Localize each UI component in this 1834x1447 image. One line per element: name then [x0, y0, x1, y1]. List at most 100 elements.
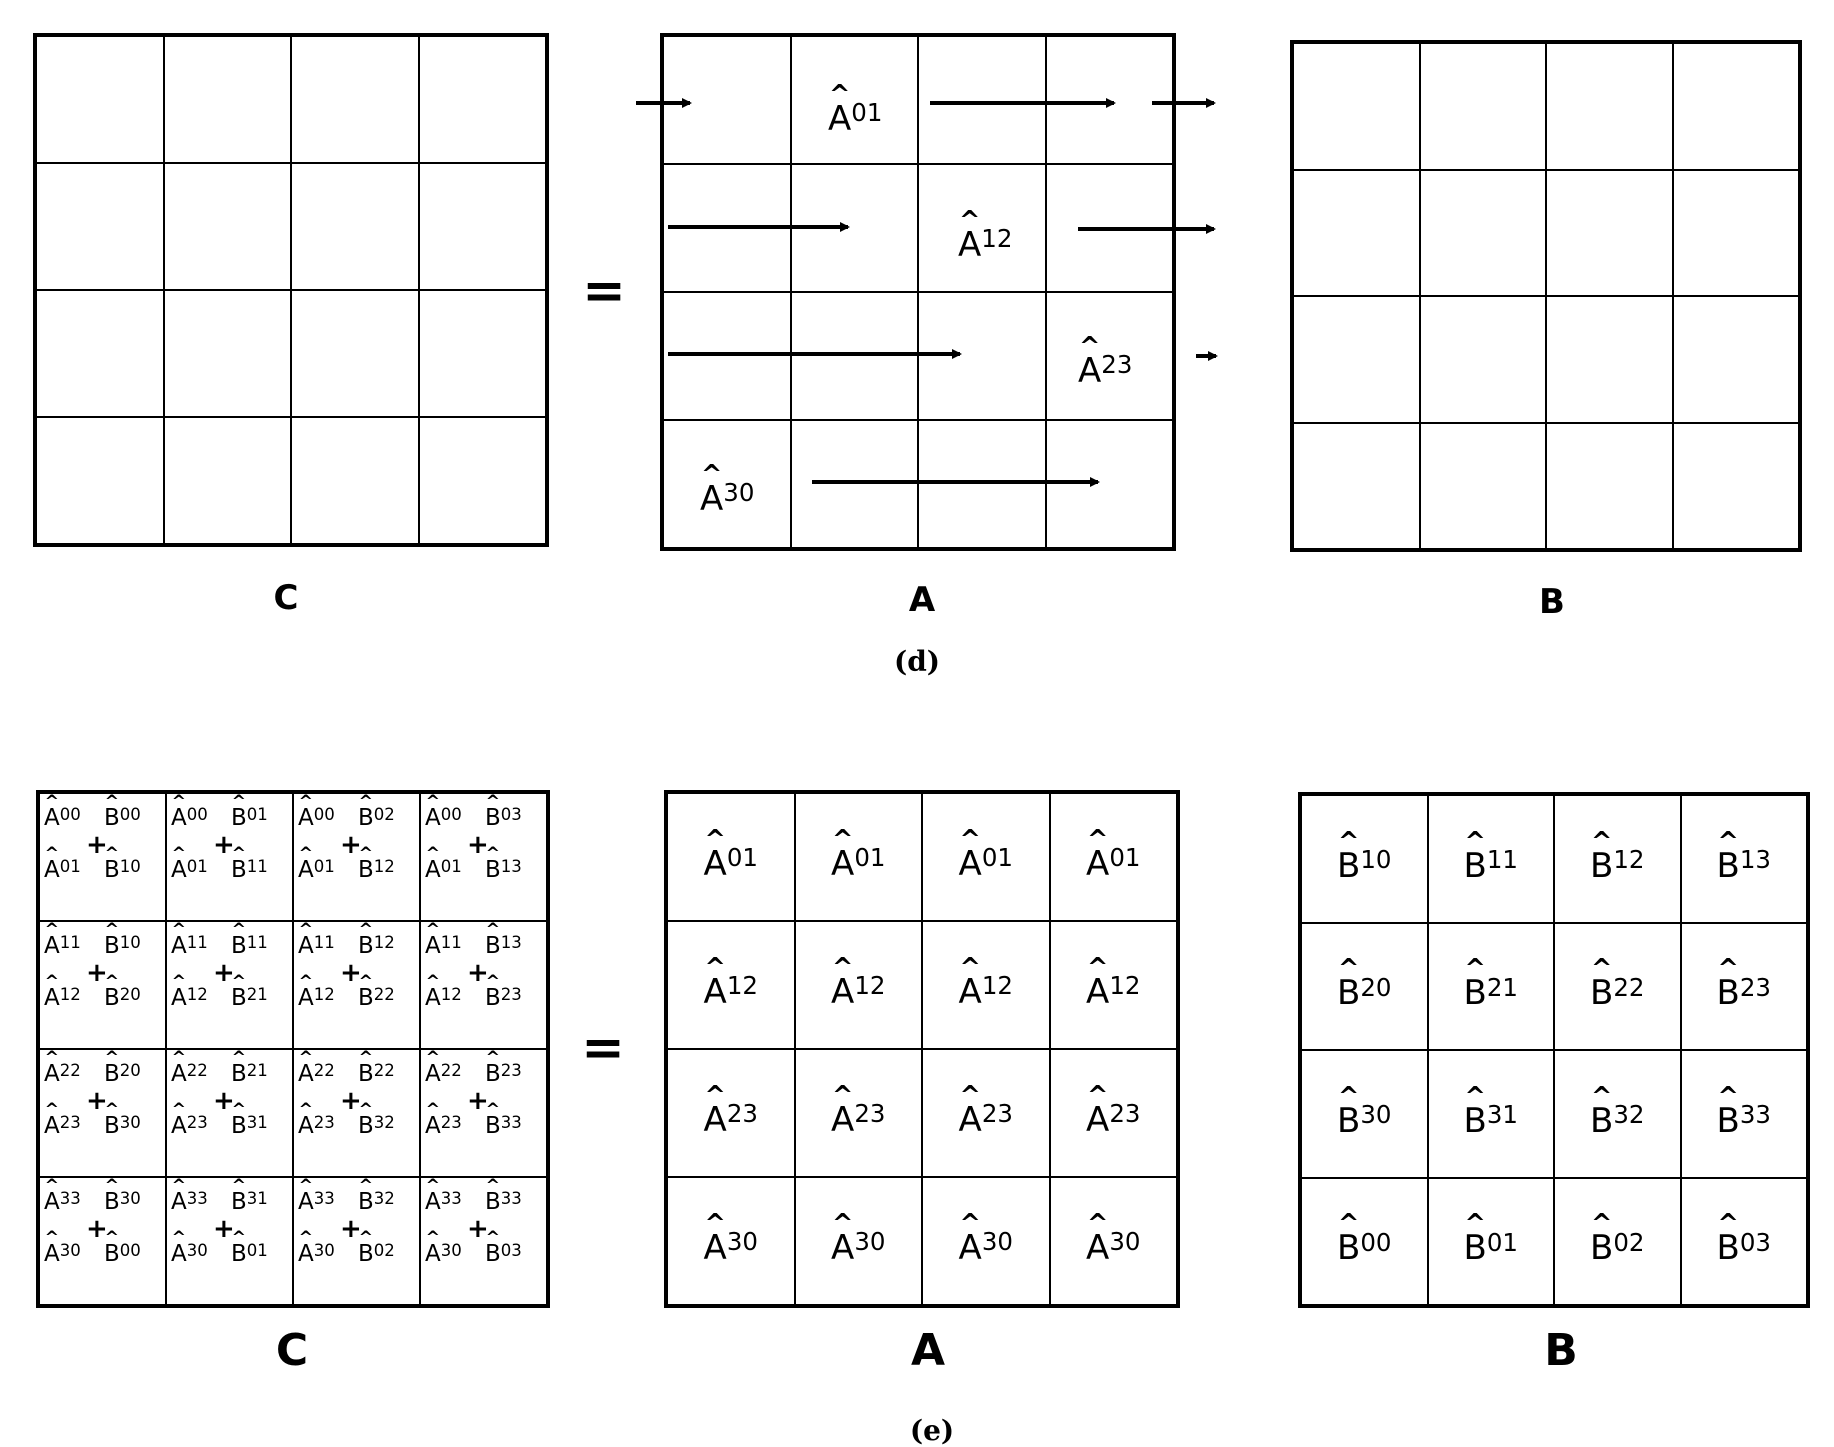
- plus-sign: +: [340, 1214, 362, 1244]
- panel-d-a-cell-2-1: [790, 292, 918, 420]
- panel-d-a-cell-0-2: [918, 36, 1046, 164]
- panel-d-c-cell-3-0: [36, 417, 164, 544]
- panel-d-b-cell-2-0: [1293, 296, 1420, 423]
- plus-sign: +: [213, 958, 235, 988]
- plus-sign: +: [213, 1214, 235, 1244]
- panel-d-c-cell-2-3: [418, 290, 546, 417]
- panel-d-label-c: C: [273, 578, 299, 618]
- panel-d-b-cell-3-3: [1672, 422, 1799, 549]
- plus-sign: +: [467, 958, 489, 988]
- panel-d-label-b: B: [1539, 582, 1565, 622]
- plus-sign: +: [340, 1086, 362, 1116]
- panel-d-c-cell-0-3: [418, 36, 546, 163]
- panel-d-a-cell-0-1: [790, 36, 918, 164]
- plus-sign: +: [213, 830, 235, 860]
- panel-e-label-a: A: [910, 1325, 946, 1376]
- panel-d-caption: (d): [893, 645, 941, 678]
- panel-d-a-cell-0-0: [663, 36, 791, 164]
- panel-d-a-cell-2-0: [663, 292, 791, 420]
- panel-e-label-b: B: [1544, 1325, 1578, 1376]
- plus-sign: +: [86, 958, 108, 988]
- panel-d-matrix-b: [1290, 40, 1802, 552]
- panel-d-c-cell-2-1: [163, 290, 291, 417]
- plus-sign: +: [467, 1086, 489, 1116]
- panel-e-caption: (e): [909, 1414, 955, 1447]
- panel-d-a-cell-3-2: [918, 420, 1046, 548]
- panel-d-b-cell-3-1: [1419, 422, 1546, 549]
- panel-d-b-cell-0-3: [1672, 43, 1799, 170]
